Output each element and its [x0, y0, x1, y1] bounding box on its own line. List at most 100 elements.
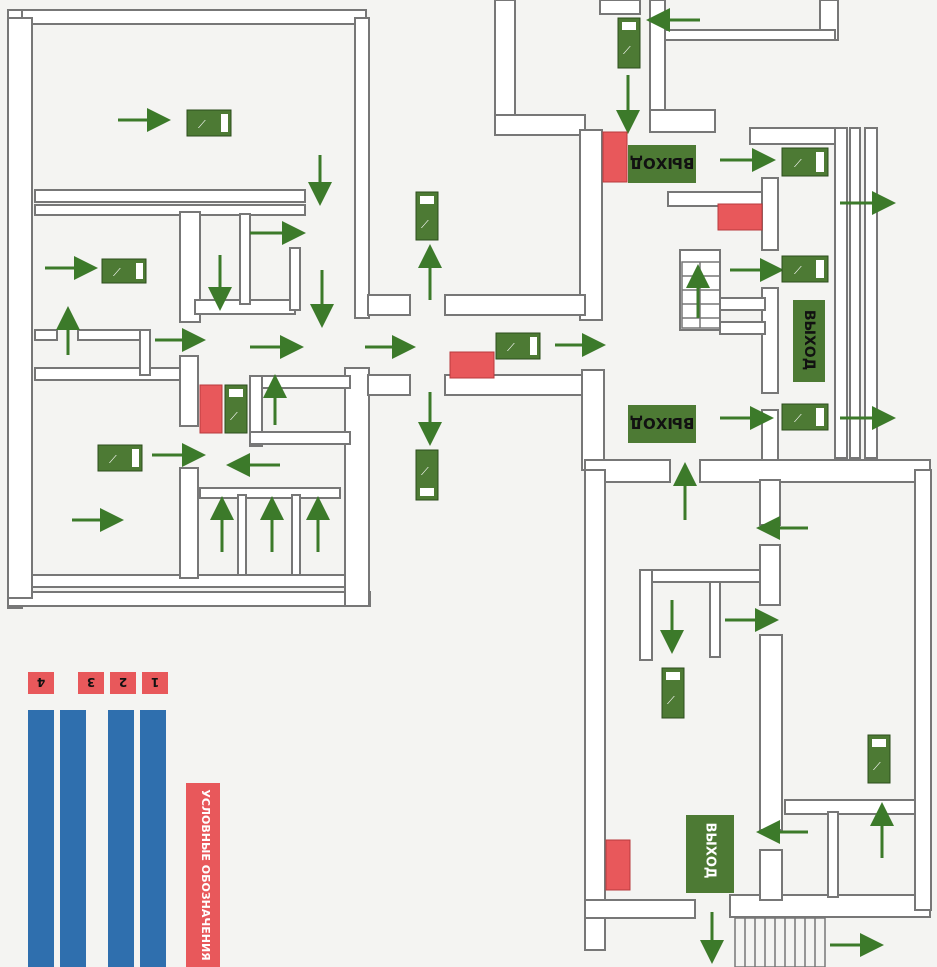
exit-label: ВЫХОД [801, 309, 817, 371]
wall [864, 127, 878, 459]
wall [494, 0, 516, 131]
legend-title: УСЛОВНЫЕ ОБОЗНАЧЕНИЯ [199, 789, 212, 961]
stairs-upper [681, 261, 721, 329]
wall [7, 591, 371, 607]
fire-extinguisher-icon [199, 384, 223, 434]
legend-number: 2 [118, 675, 128, 689]
stairs-lower [734, 917, 826, 967]
wall [914, 469, 932, 911]
wall [581, 369, 605, 471]
evac-sign: ⟋ [617, 17, 641, 69]
svg-text:⟋: ⟋ [198, 118, 206, 131]
exit-sign-1 [628, 145, 696, 183]
evac-sign: ⟋ [661, 667, 685, 719]
wall [749, 127, 841, 145]
evac-sign: ⟋ [867, 734, 891, 784]
walls-right-building [444, 0, 932, 951]
evacuation-arrows [45, 8, 896, 964]
wall [7, 17, 33, 599]
walls-left-building [7, 9, 411, 609]
wall [719, 297, 766, 311]
wall [494, 114, 586, 136]
wall [834, 127, 848, 459]
wall [664, 29, 836, 41]
wall [849, 127, 861, 459]
exit-sign-4 [686, 815, 734, 893]
evac-sign: ⟋ [781, 403, 829, 431]
svg-text:⟋: ⟋ [109, 453, 117, 466]
svg-text:⟋: ⟋ [113, 266, 121, 279]
legend-number-box [28, 672, 54, 694]
svg-text:⟋: ⟋ [794, 412, 802, 425]
wall [759, 634, 783, 831]
wall [367, 294, 411, 316]
wall [237, 494, 247, 576]
exit-sign-3 [793, 300, 825, 382]
wall [34, 329, 58, 341]
wall [291, 494, 301, 576]
svg-text:⟋: ⟋ [507, 341, 515, 354]
fire-extinguisher-icon [605, 839, 631, 891]
wall [179, 355, 199, 427]
svg-text:⟋: ⟋ [667, 694, 675, 707]
wall [649, 109, 716, 133]
legend-number-box [142, 672, 168, 694]
wall [579, 129, 603, 321]
wall [239, 213, 251, 305]
wall [249, 431, 351, 445]
wall [199, 487, 341, 499]
legend-number: 3 [86, 675, 96, 689]
staircase [681, 261, 826, 967]
wall [584, 469, 606, 951]
wall [584, 899, 696, 919]
evac-sign: ⟋ [224, 384, 248, 434]
wall [139, 329, 151, 376]
svg-text:⟋: ⟋ [623, 44, 631, 57]
evacuation-signs: ⟋ ⟋ ⟋ ⟋ ⟋ ⟋ ⟋ ⟋ ⟋ ⟋ ⟋ ⟋ ⟋ [97, 17, 891, 784]
evac-sign: ⟋ [415, 449, 439, 501]
evac-sign: ⟋ [781, 255, 829, 283]
wall [249, 375, 351, 389]
exit-sign-2 [628, 405, 696, 443]
svg-text:⟋: ⟋ [421, 465, 429, 478]
wall [827, 811, 839, 898]
wall [599, 0, 641, 15]
wall [444, 294, 586, 316]
svg-text:⟋: ⟋ [794, 157, 802, 170]
legend-number: 1 [150, 675, 160, 689]
evac-sign: ⟋ [101, 258, 147, 284]
wall [34, 204, 306, 216]
legend-number-box [78, 672, 104, 694]
svg-text:⟋: ⟋ [873, 760, 881, 773]
wall [34, 367, 186, 381]
exit-label: ВЫХОД [702, 822, 718, 879]
wall [34, 189, 306, 203]
wall [639, 569, 653, 661]
wall [759, 479, 781, 526]
fire-equipment [199, 131, 763, 891]
fire-extinguisher-icon [602, 131, 628, 183]
exit-label: ВЫХОД [629, 414, 695, 432]
evac-sign: ⟋ [781, 147, 829, 177]
legend-number: 4 [36, 675, 46, 689]
wall [709, 581, 721, 658]
legend-title-box [186, 783, 220, 967]
wall [699, 459, 931, 483]
fire-extinguisher-icon [717, 203, 763, 231]
wall [759, 849, 783, 901]
evac-sign: ⟋ [186, 109, 232, 137]
wall [7, 9, 367, 25]
legend [28, 672, 220, 967]
legend-bar [140, 710, 166, 967]
fire-extinguisher-icon [449, 351, 495, 379]
legend-number-box [110, 672, 136, 694]
wall [761, 287, 779, 394]
evac-sign: ⟋ [97, 444, 143, 472]
evac-sign: ⟋ [415, 191, 439, 241]
wall [639, 569, 761, 583]
svg-text:⟋: ⟋ [794, 264, 802, 277]
wall [179, 211, 201, 323]
exit-label: ВЫХОД [629, 154, 695, 172]
wall [761, 177, 779, 251]
legend-bar [60, 710, 86, 967]
